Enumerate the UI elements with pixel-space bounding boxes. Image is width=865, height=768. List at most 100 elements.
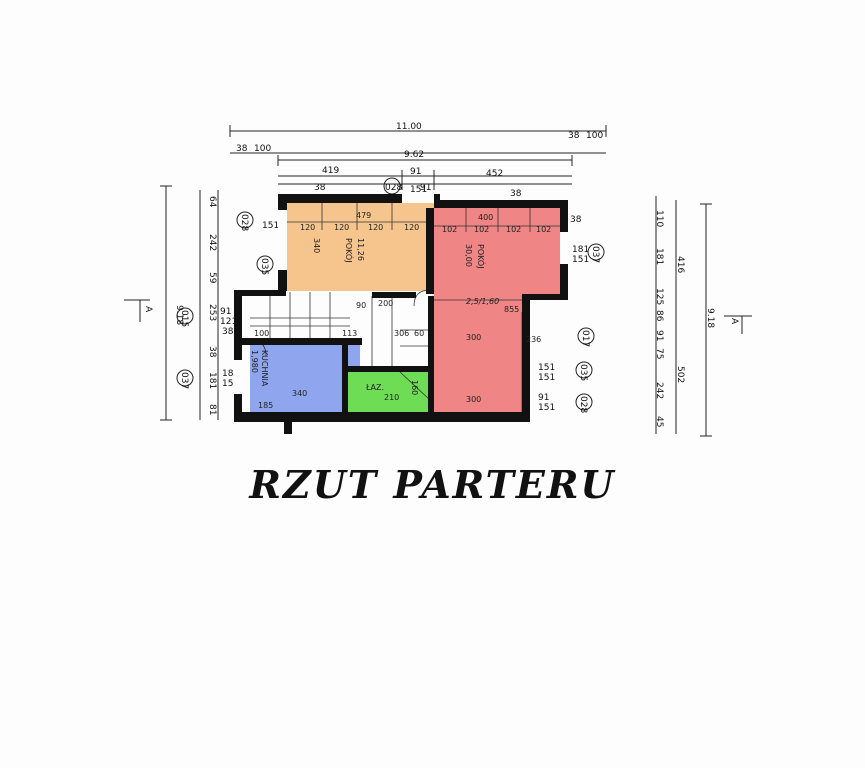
room-red-diagonal: 2,5/1,60 <box>466 297 499 306</box>
dim-left-c: 59 <box>207 272 217 284</box>
dim-left-tag-1: 028 <box>239 214 249 231</box>
left-tag-1-circle <box>236 211 254 229</box>
dim-top-inner: 9.62 <box>404 150 424 160</box>
room-red-cell-3: 102 <box>506 225 521 234</box>
room-red-cell-2: 102 <box>474 225 489 234</box>
room-red-h1: 300 <box>466 333 481 342</box>
room-red-cell-4: 102 <box>536 225 551 234</box>
dim-right-w3: 151 <box>538 363 555 373</box>
right-dimensions <box>655 196 752 437</box>
dim-left-b: 242 <box>207 234 217 251</box>
room-red-area: 30,00 <box>464 244 473 267</box>
room-blue-area: 1,980 <box>250 350 259 373</box>
dim-right-tag-3: 035 <box>578 364 588 381</box>
room-green-height: 160 <box>410 380 419 395</box>
dim-right-a: 110 <box>654 210 664 227</box>
center-dim-g: 236 <box>526 335 541 344</box>
plan-title: RZUT PARTERU <box>249 462 616 507</box>
dim-top-seg-1: 419 <box>322 166 339 176</box>
dim-left-s3: 151 <box>222 379 239 389</box>
room-blue-name: KUCHNIA <box>260 350 269 387</box>
window-openings <box>234 194 568 394</box>
room-blue-width: 340 <box>292 389 307 398</box>
dim-right-w2: 151 <box>572 255 589 265</box>
dim-left-g: 81 <box>207 404 217 415</box>
dim-left-w1: 91 <box>220 307 231 317</box>
dim-left-tag-3: 015 <box>179 310 189 327</box>
dim-left-s1: 151 <box>262 221 279 231</box>
dim-left-e: 38 <box>207 346 217 358</box>
dim-left-d: 253 <box>207 304 217 321</box>
dim-right-w5: 91 <box>538 393 549 403</box>
left-tag-3-circle <box>176 307 194 325</box>
top-dimensions <box>229 125 607 190</box>
dim-top-wall-2: 38 <box>510 189 522 199</box>
dim-top-window-w: 91 <box>420 183 431 193</box>
dim-right-e: 91 <box>654 330 664 341</box>
dim-right-w7: 38 <box>570 215 582 225</box>
room-red-width: 400 <box>478 213 493 222</box>
dim-right-w6: 151 <box>538 403 555 413</box>
room-blue-bottom: 185 <box>258 401 273 410</box>
dim-top-win-h: 151 <box>410 185 427 195</box>
center-dim-a: 200 <box>378 299 393 308</box>
dim-right-h: 45 <box>654 416 664 427</box>
dim-right-tag-1: 037 <box>590 246 600 263</box>
dim-top-wall-1: 38 <box>314 183 326 193</box>
dim-left-total: 9.18 <box>174 305 184 325</box>
right-tag-2-circle <box>577 327 595 345</box>
dim-right-w4: 151 <box>538 373 555 383</box>
dim-right-total: 9.18 <box>705 308 715 328</box>
center-dim-e: 113 <box>342 329 357 338</box>
room-red-cell-1: 102 <box>442 225 457 234</box>
right-tag-3-circle <box>575 361 593 379</box>
left-tag-2-circle <box>256 255 274 273</box>
room-orange-name: POKÓJ <box>344 238 355 263</box>
center-dim-c: 306 <box>394 329 409 338</box>
dim-right-sub-1: 416 <box>675 256 685 273</box>
dim-right-b: 181 <box>654 248 664 265</box>
dim-right-c: 125 <box>654 288 664 305</box>
room-orange-fill <box>287 203 434 291</box>
dim-top-seg-2: 91 <box>410 167 421 177</box>
center-dim-b: 90 <box>356 301 366 310</box>
dim-right-g: 242 <box>654 382 664 399</box>
dim-left-tag-4: 037 <box>179 372 189 389</box>
dim-top-seg-3: 452 <box>486 169 503 179</box>
room-blue-fill <box>250 345 360 417</box>
left-tag-4-circle <box>176 369 194 387</box>
room-orange-cell-2: 120 <box>334 223 349 232</box>
center-dim-f: 100 <box>254 329 269 338</box>
dim-top-left-b: 100 <box>254 144 271 154</box>
dim-left-s2: 181 <box>222 369 239 379</box>
dim-left-tag-2: 035 <box>259 258 269 275</box>
room-red-h2: 300 <box>466 395 481 404</box>
dim-top-left-a: 38 <box>236 144 248 154</box>
dim-top-window-tag: 028 <box>385 183 402 193</box>
dim-right-d: 86 <box>654 310 664 322</box>
dim-right-tag-4: 028 <box>578 396 588 413</box>
room-green-width: 210 <box>384 393 399 402</box>
section-mark-right: A <box>729 318 739 325</box>
room-orange-height: 340 <box>312 238 321 253</box>
right-tag-1-circle <box>587 243 605 261</box>
room-orange-cell-3: 120 <box>368 223 383 232</box>
dim-left-s4: 38 <box>222 327 234 337</box>
dim-top-right-a: 38 <box>568 131 580 141</box>
dim-right-tag-2: 017 <box>580 330 590 347</box>
room-red-fill-lower <box>434 296 522 418</box>
section-mark-left: A <box>143 306 153 313</box>
dim-left-w2: 121 <box>220 317 237 327</box>
room-orange-width: 479 <box>356 211 371 220</box>
interior-lines <box>249 203 560 418</box>
room-orange-cell-4: 120 <box>404 223 419 232</box>
dim-right-w1: 181 <box>572 245 589 255</box>
left-dimensions <box>124 185 219 421</box>
dim-left-a: 64 <box>207 196 217 208</box>
dim-left-f: 181 <box>207 372 217 389</box>
room-orange-cell-1: 120 <box>300 223 315 232</box>
dim-top-right-b: 100 <box>586 131 603 141</box>
room-red-fill-upper <box>434 208 560 296</box>
center-dim-d: 60 <box>414 329 424 338</box>
